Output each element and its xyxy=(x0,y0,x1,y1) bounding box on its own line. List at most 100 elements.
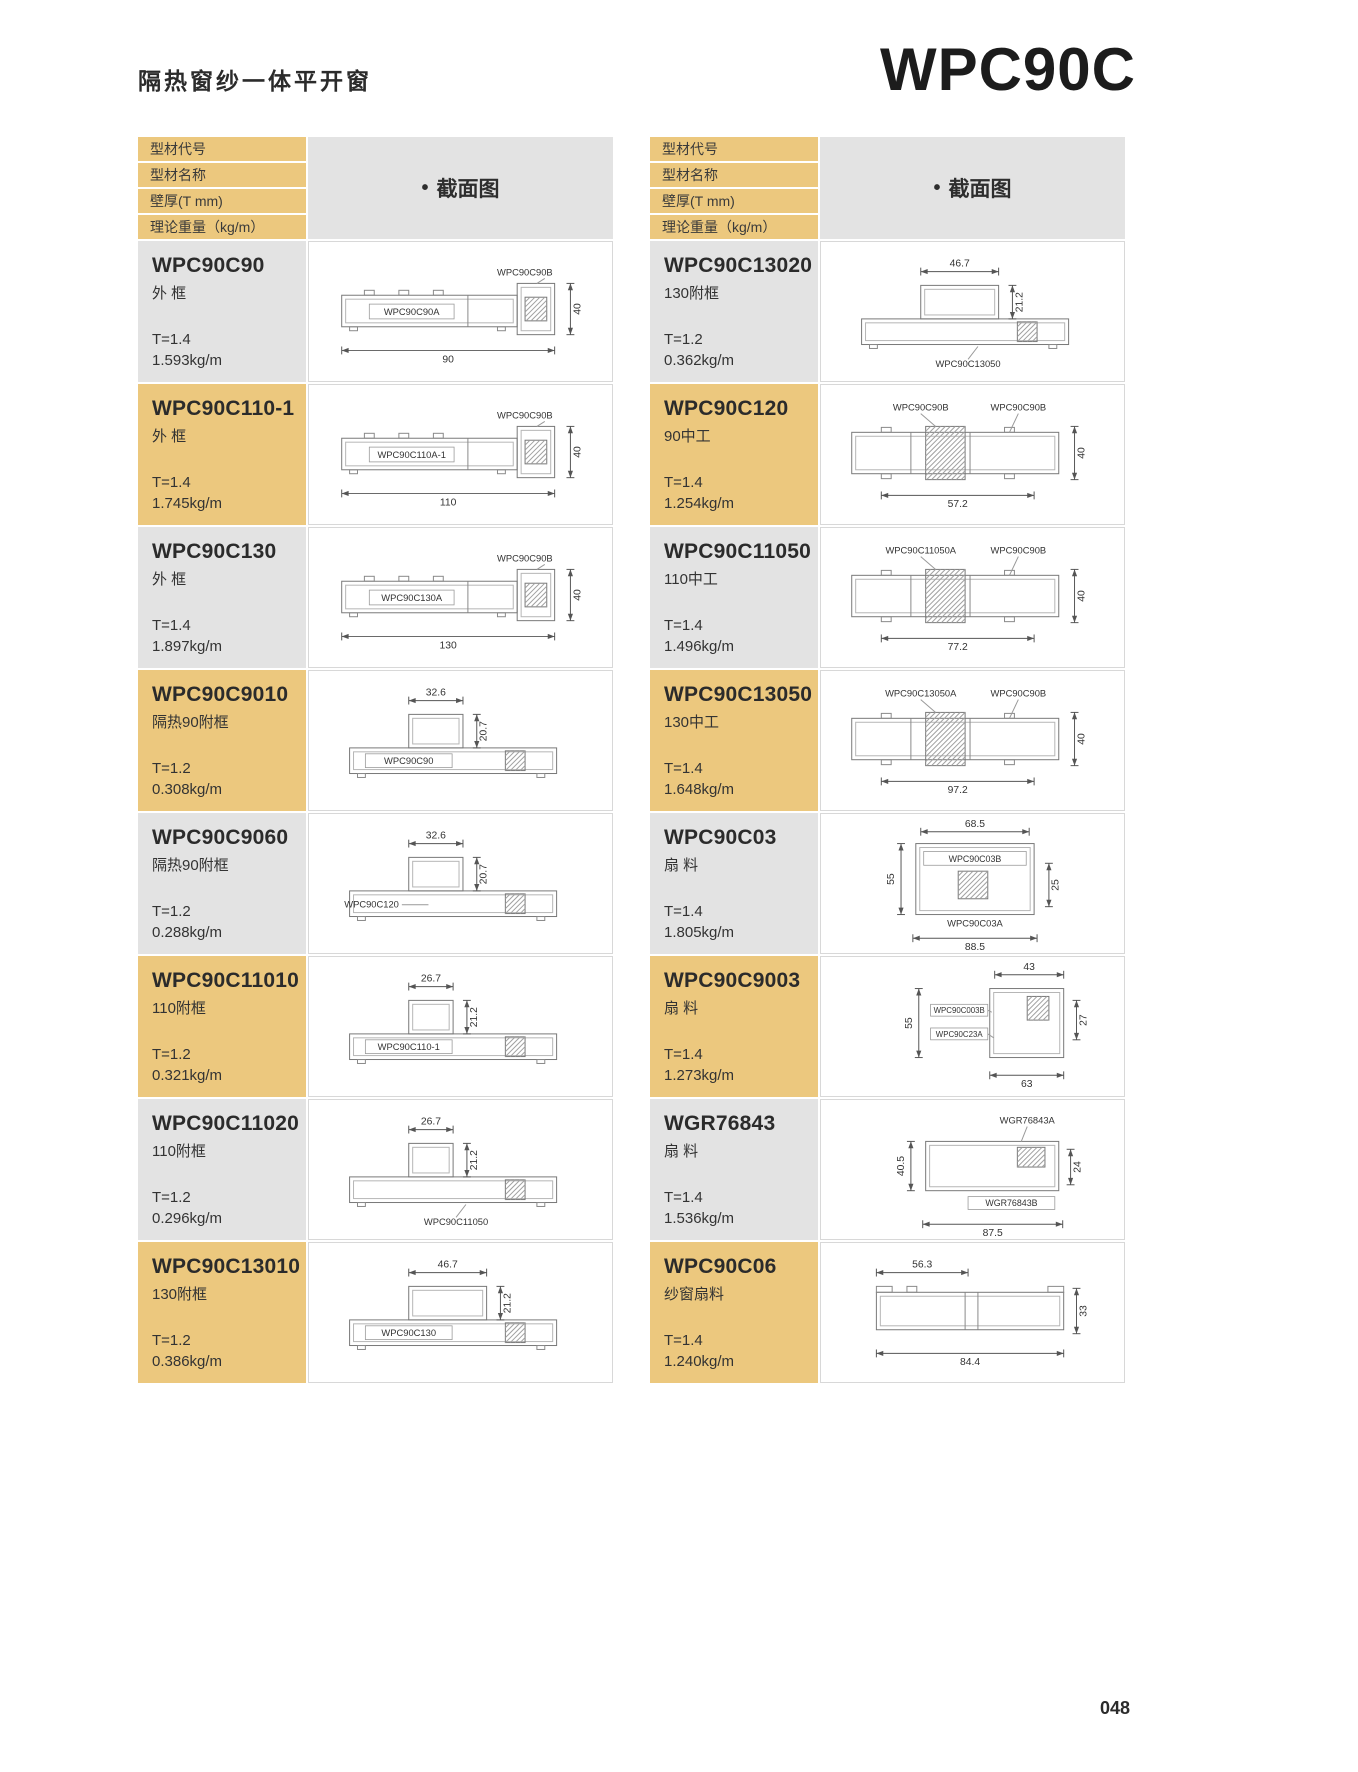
svg-text:WPC90C120: WPC90C120 xyxy=(344,900,399,910)
svg-text:130: 130 xyxy=(440,640,458,651)
profile-info-cell: WPC90C11010 110附框 T=1.2 0.321kg/m xyxy=(138,956,306,1097)
svg-text:40: 40 xyxy=(1076,733,1087,745)
profile-weight: 1.648kg/m xyxy=(664,781,735,798)
profile-code: WGR76843 xyxy=(664,1112,776,1135)
profile-name: 隔热90附框 xyxy=(152,714,229,731)
svg-text:WPC90C110-1: WPC90C110-1 xyxy=(378,1042,440,1052)
profile-code: WPC90C9060 xyxy=(152,826,289,849)
svg-text:21.2: 21.2 xyxy=(469,1150,480,1170)
header-theoretical-weight: 理论重量（kg/m） xyxy=(650,215,818,239)
profile-info-cell: WPC90C03 扇 料 T=1.4 1.805kg/m xyxy=(650,813,818,954)
svg-text:26.7: 26.7 xyxy=(421,1117,441,1128)
header-cross-section: • 截面图 xyxy=(308,137,613,239)
svg-text:WPC90C90B: WPC90C90B xyxy=(991,403,1047,413)
svg-text:WPC90C90B: WPC90C90B xyxy=(497,554,553,564)
svg-text:20.7: 20.7 xyxy=(479,864,490,884)
svg-text:WPC90C13050A: WPC90C13050A xyxy=(885,689,957,699)
profile-thickness: T=1.2 xyxy=(664,331,703,348)
svg-text:WPC90C03A: WPC90C03A xyxy=(947,918,1003,928)
profile-weight: 0.296kg/m xyxy=(152,1210,223,1227)
svg-text:97.2: 97.2 xyxy=(948,785,968,796)
svg-text:110: 110 xyxy=(440,497,457,508)
svg-text:21.2: 21.2 xyxy=(1014,292,1025,312)
header-wall-thickness: 壁厚(T mm) xyxy=(138,189,306,213)
profile-weight: 0.321kg/m xyxy=(152,1067,223,1084)
profile-name: 90中工 xyxy=(664,428,711,445)
section-label: 截面图 xyxy=(948,178,1012,201)
profile-thickness: T=1.2 xyxy=(152,760,191,777)
profile-name: 扇 料 xyxy=(664,1143,699,1160)
header-profile-name: 型材名称 xyxy=(138,163,306,187)
profile-info-cell: WPC90C11020 110附框 T=1.2 0.296kg/m xyxy=(138,1099,306,1240)
header-theoretical-weight: 理论重量（kg/m） xyxy=(138,215,306,239)
profile-weight: 0.308kg/m xyxy=(152,781,223,798)
profile-thickness: T=1.4 xyxy=(152,617,191,634)
profile-code: WPC90C13020 xyxy=(664,254,813,277)
profile-thickness: T=1.2 xyxy=(152,1189,191,1206)
svg-text:40.5: 40.5 xyxy=(896,1156,907,1176)
profile-thickness: T=1.4 xyxy=(664,1189,703,1206)
profile-weight: 0.362kg/m xyxy=(664,352,735,369)
profile-name: 扇 料 xyxy=(664,1000,699,1017)
profile-thickness: T=1.4 xyxy=(664,760,703,777)
svg-text:WPC90C90A: WPC90C90A xyxy=(384,307,440,317)
profile-name: 130中工 xyxy=(664,714,720,731)
profile-info-cell: WPC90C13020 130附框 T=1.2 0.362kg/m xyxy=(650,241,818,382)
profile-info-cell: WPC90C13010 130附框 T=1.2 0.386kg/m xyxy=(138,1242,306,1383)
profile-name: 外 框 xyxy=(152,428,187,445)
svg-text:25: 25 xyxy=(1051,879,1062,891)
profile-info-cell: WPC90C110-1 外 框 T=1.4 1.745kg/m xyxy=(138,384,306,525)
profile-row: WPC90C11050 110中工 T=1.4 1.496kg/m WPC90C… xyxy=(650,527,1125,668)
profile-thickness: T=1.4 xyxy=(664,474,703,491)
profile-name: 扇 料 xyxy=(664,857,699,874)
profile-info-cell: WGR76843 扇 料 T=1.4 1.536kg/m xyxy=(650,1099,818,1240)
profile-name: 纱窗扇料 xyxy=(664,1286,725,1303)
page-subtitle: 隔热窗纱一体平开窗 xyxy=(138,68,372,94)
page-header: 隔热窗纱一体平开窗 WPC90C xyxy=(138,40,1136,100)
table-header: 型材代号 型材名称 壁厚(T mm) 理论重量（kg/m） • 截面图 xyxy=(138,137,613,239)
profile-code: WPC90C11010 xyxy=(152,969,299,992)
profile-weight: 1.593kg/m xyxy=(152,352,223,369)
svg-text:40: 40 xyxy=(572,303,583,315)
svg-text:WPC90C11050A: WPC90C11050A xyxy=(885,546,956,556)
profile-code: WPC90C110-1 xyxy=(152,397,295,420)
svg-text:55: 55 xyxy=(904,1017,915,1029)
header-wall-thickness: 壁厚(T mm) xyxy=(650,189,818,213)
svg-text:WGR76843B: WGR76843B xyxy=(985,1198,1037,1208)
profile-info-cell: WPC90C9003 扇 料 T=1.4 1.273kg/m xyxy=(650,956,818,1097)
profile-weight: 1.496kg/m xyxy=(664,638,735,655)
profile-info-cell: WPC90C9060 隔热90附框 T=1.2 0.288kg/m xyxy=(138,813,306,954)
svg-text:40: 40 xyxy=(572,589,583,601)
profile-code: WPC90C11050 xyxy=(664,540,811,563)
profile-code: WPC90C06 xyxy=(664,1255,777,1278)
profile-weight: 1.254kg/m xyxy=(664,495,735,512)
svg-text:WPC90C110A-1: WPC90C110A-1 xyxy=(377,450,446,460)
profile-weight: 1.805kg/m xyxy=(664,924,735,941)
profile-code: WPC90C13010 xyxy=(152,1255,301,1278)
profile-code: WPC90C90 xyxy=(152,254,265,277)
svg-text:24: 24 xyxy=(1072,1161,1083,1173)
svg-text:55: 55 xyxy=(886,873,897,885)
profile-weight: 0.386kg/m xyxy=(152,1353,223,1370)
profile-row: WPC90C120 90中工 T=1.4 1.254kg/m WPC90C90B… xyxy=(650,384,1125,525)
svg-text:46.7: 46.7 xyxy=(438,1260,458,1271)
svg-text:40: 40 xyxy=(1076,590,1087,602)
profile-info-cell: WPC90C13050 130中工 T=1.4 1.648kg/m xyxy=(650,670,818,811)
